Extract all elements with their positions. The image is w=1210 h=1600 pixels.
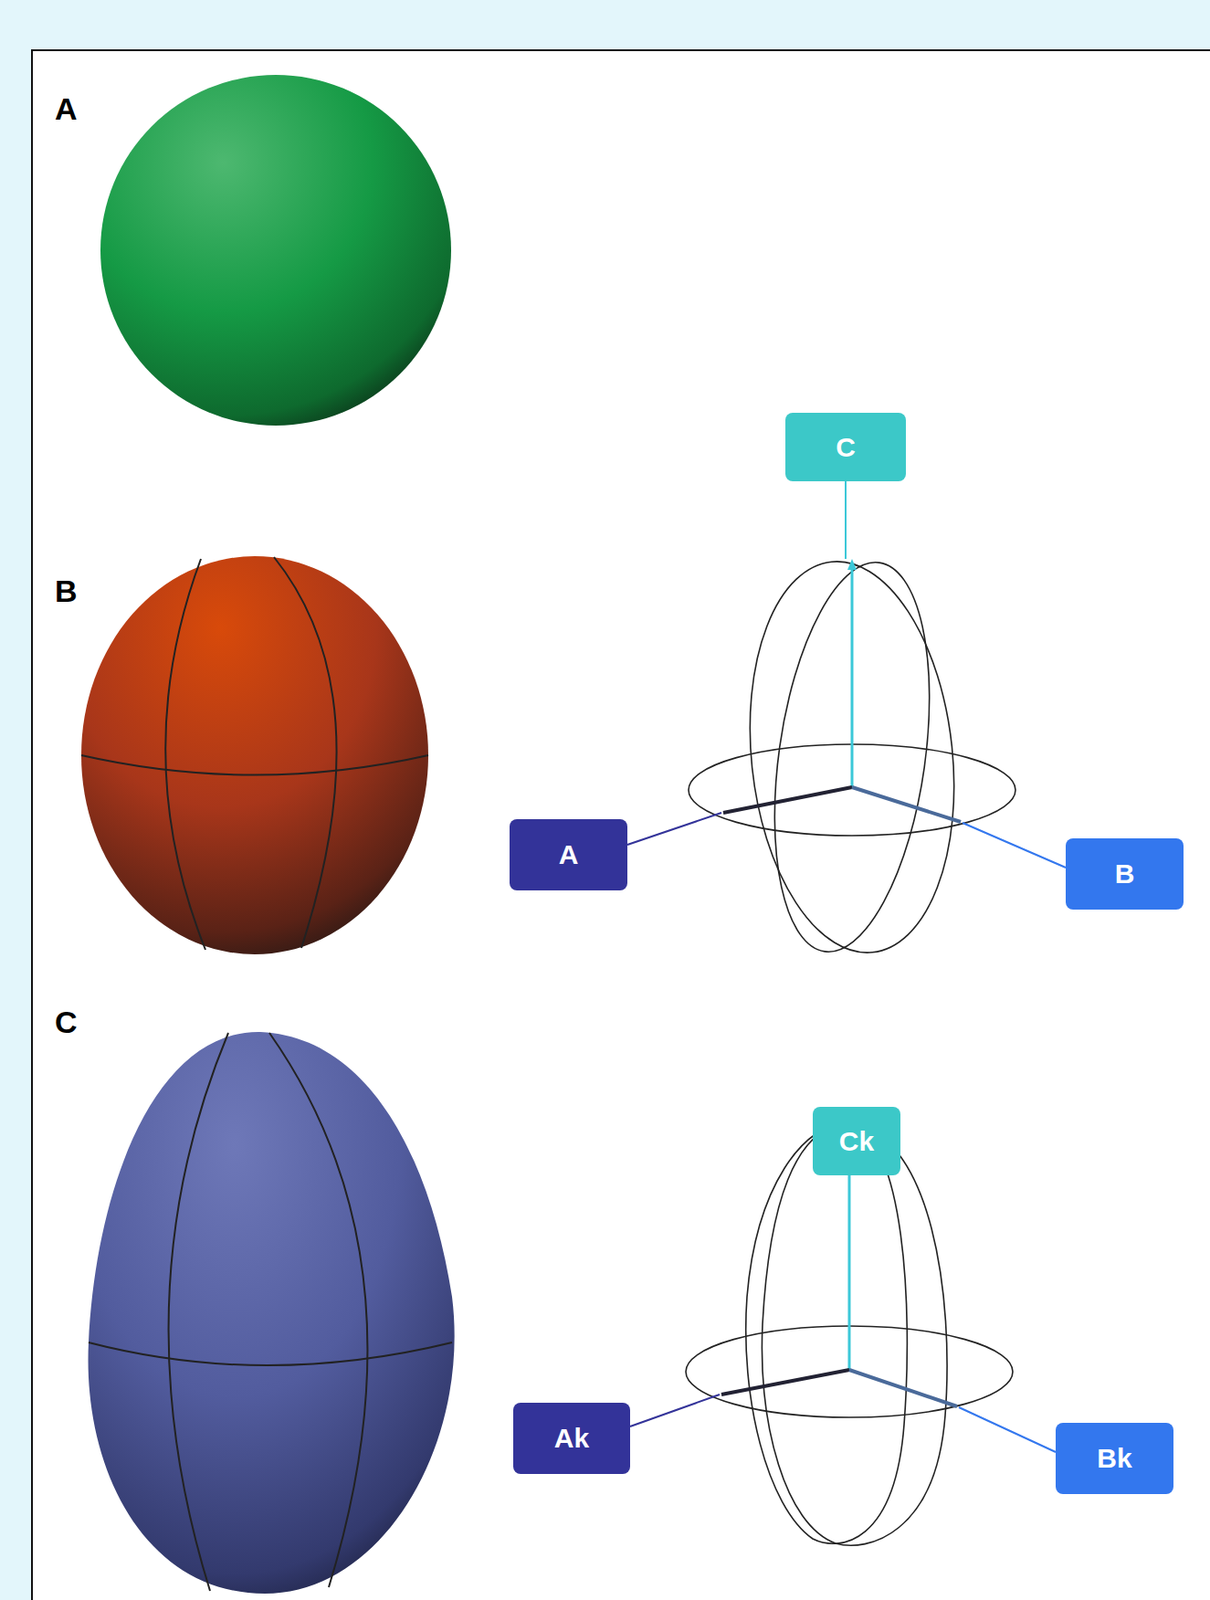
axis-label-box: A [509,819,628,891]
axis-label: Ak [554,1422,590,1454]
axis-label-box: B [1065,838,1184,910]
panel-letter: B [54,575,78,607]
axis-label-box: Bk [1055,1422,1174,1495]
spheroid [81,556,429,955]
axis-arrows [627,481,1066,868]
axis-label-box: Ak [513,1402,631,1474]
axis-label: C [835,431,856,463]
panel-letter: A [54,93,78,125]
axis-label-box: Ck [812,1106,901,1176]
axis-label-box: C [785,412,906,482]
axis-label: Bk [1096,1442,1132,1474]
ellipsoid-wireframe [688,551,1016,964]
egg-wireframe [685,1123,1013,1546]
axis-label: A [558,839,579,871]
axis-label: Ck [839,1125,874,1158]
axis-label: B [1115,858,1136,890]
sphere [100,74,452,426]
egg-shape [88,1031,455,1594]
panel-letter: C [54,1006,78,1038]
